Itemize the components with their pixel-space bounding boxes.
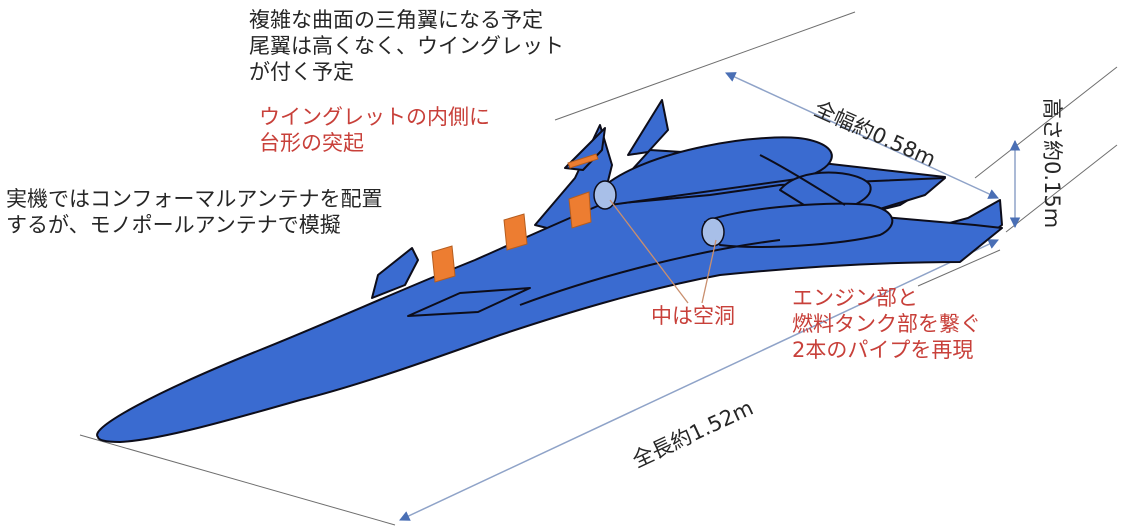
tail-fin-right — [627, 99, 669, 156]
wing-note: 複雑な曲面の三角翼になる予定 尾翼は高くなく、ウイングレット が付く予定 — [249, 7, 564, 85]
canopy — [407, 287, 531, 317]
wing-note-line-3: が付く予定 — [249, 60, 354, 84]
winglet-bump-line-2: 台形の突起 — [259, 131, 364, 155]
canard — [371, 247, 419, 299]
winglet-bump-line-1: ウイングレットの内側に — [259, 105, 490, 129]
antenna-1 — [431, 245, 456, 283]
height-label: 高さ約0.15m — [1040, 98, 1064, 229]
pipes-line-2: 燃料タンク部を繋ぐ — [792, 312, 981, 336]
antenna-note-line-2: するが、モノポールアンテナで模擬 — [6, 213, 341, 237]
lower-intake — [701, 217, 725, 247]
hollow-note: 中は空洞 — [651, 303, 735, 329]
antenna-note: 実機ではコンフォーマルアンテナを配置 するが、モノポールアンテナで模擬 — [6, 186, 383, 238]
pipes-line-1: エンジン部と — [792, 286, 918, 310]
antenna-2 — [503, 213, 528, 251]
winglet-bump-note: ウイングレットの内側に 台形の突起 — [259, 104, 490, 156]
dimension-arrows — [399, 72, 1021, 521]
hollow-pointers — [609, 199, 717, 304]
upper-engine-pod — [599, 136, 833, 206]
antennas — [431, 153, 599, 283]
hollow-label: 中は空洞 — [651, 304, 735, 328]
wing-note-line-2: 尾翼は高くなく、ウイングレット — [249, 34, 564, 58]
pipes-line-3: 2本のパイプを再現 — [792, 338, 974, 362]
winglet-bump — [567, 153, 599, 169]
span-dimension-line — [725, 72, 999, 199]
lower-engine-pod — [704, 202, 894, 248]
upper-intake — [593, 180, 617, 210]
length-dimension-line — [399, 239, 999, 521]
aircraft — [96, 99, 1003, 443]
antenna-note-line-1: 実機ではコンフォーマルアンテナを配置 — [6, 187, 383, 211]
wing-note-line-1: 複雑な曲面の三角翼になる予定 — [249, 8, 543, 32]
pipes-note: エンジン部と 燃料タンク部を繋ぐ 2本のパイプを再現 — [792, 285, 981, 363]
antenna-3 — [568, 191, 592, 229]
tail-fin-left — [564, 127, 606, 171]
